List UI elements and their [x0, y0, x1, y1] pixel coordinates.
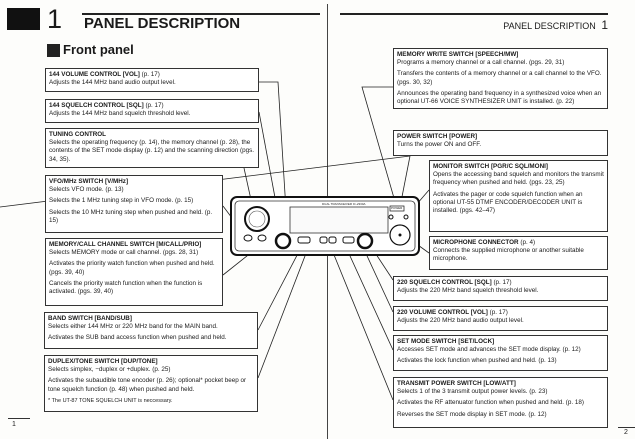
callout-text: Transfers the contents of a memory chann…	[397, 70, 602, 86]
running-header-text: PANEL DESCRIPTION	[503, 21, 596, 31]
chapter-tab	[7, 8, 40, 30]
callout-text: Adjusts the 220 MHz band squelch thresho…	[397, 287, 539, 295]
callout-text: Activates the subaudible tone encoder (p…	[48, 377, 247, 393]
callout-memory-write-switch: MEMORY WRITE SWITCH [SPEECH/MW]Programs …	[393, 48, 608, 109]
callout-text: Announces the operating band frequency i…	[397, 89, 602, 106]
callout-title: TRANSMIT POWER SWITCH [LOW/ATT]	[397, 380, 516, 387]
callout-title: VFO/MHz SWITCH [V/MHz]	[49, 178, 129, 185]
callout-text: Turns the power ON and OFF.	[397, 141, 482, 149]
callout-title: 220 VOLUME CONTROL [VOL]	[397, 309, 488, 316]
section-square-icon	[47, 44, 60, 57]
callout-title: POWER SWITCH [POWER]	[397, 133, 478, 140]
callout-title: MEMORY WRITE SWITCH [SPEECH/MW]	[397, 51, 519, 58]
callout-title: MICROPHONE CONNECTOR	[433, 239, 519, 246]
callout-ref: (p. 4)	[518, 239, 536, 246]
callout-text: Activates the lock function when pushed …	[397, 357, 557, 365]
callout-text: Selects VFO mode. (p. 13)	[49, 186, 124, 194]
callout-text: Adjusts the 220 MHz band audio output le…	[397, 317, 524, 325]
callout-text: Selects the 1 MHz tuning step in VFO mod…	[49, 197, 194, 205]
callout-set-mode-switch: SET MODE SWITCH [SET/LOCK]Accesses SET m…	[393, 335, 608, 371]
callout-microphone-connector: MICROPHONE CONNECTOR (p. 4)Connects the …	[429, 236, 608, 270]
callout-text: Selects simplex, −duplex or +duplex. (p.…	[48, 366, 171, 374]
callout-144-squelch: 144 SQUELCH CONTROL [SQL] (p. 17)Adjusts…	[45, 99, 259, 123]
callout-220-squelch: 220 SQUELCH CONTROL [SQL] (p. 17)Adjusts…	[393, 276, 608, 301]
callout-vfo-mhz-switch: VFO/MHz SWITCH [V/MHz]Selects VFO mode. …	[45, 175, 223, 233]
callout-title: SET MODE SWITCH [SET/LOCK]	[397, 338, 495, 345]
callout-text: Programs a memory channel or a call chan…	[397, 59, 565, 67]
callout-text: Selects the 10 MHz tuning step when push…	[49, 208, 213, 224]
callout-text: Activates the pager or code squelch func…	[433, 190, 583, 215]
callout-title: 144 SQUELCH CONTROL [SQL]	[49, 102, 144, 109]
callout-title: DUPLEX/TONE SWITCH [DUP/TONE]	[48, 358, 158, 365]
callout-text: Adjusts the 144 MHz band audio output le…	[49, 79, 176, 87]
radio-power-label: POWER	[391, 206, 403, 210]
callout-144-volume: 144 VOLUME CONTROL [VOL] (p. 17)Adjusts …	[45, 68, 259, 92]
callout-text: Selects the operating frequency (p. 14),…	[49, 139, 255, 163]
callout-text: Accesses SET mode and advances the SET m…	[397, 346, 581, 354]
callout-text: Reverses the SET mode display in SET mod…	[397, 410, 547, 418]
callout-power-switch: POWER SWITCH [POWER]Turns the power ON a…	[393, 130, 608, 156]
callout-text: Activates the SUB band access function w…	[48, 334, 227, 342]
callout-text: Opens the accessing band squelch and mon…	[433, 171, 604, 187]
callout-title: BAND SWITCH [BAND/SUB]	[48, 315, 132, 322]
running-chapter-number: 1	[601, 18, 608, 32]
callout-text: Selects either 144 MHz or 220 MHz band f…	[48, 323, 218, 331]
radio-model-label: DUAL TRANSCEIVER IC-2330A	[322, 202, 366, 206]
running-header: PANEL DESCRIPTION 1	[503, 18, 608, 32]
callout-text: Adjusts the 144 MHz band squelch thresho…	[49, 110, 191, 118]
callout-title: 220 SQUELCH CONTROL [SQL]	[397, 279, 492, 286]
callout-footnote: * The UT-87 TONE SQUELCH UNIT is neccess…	[48, 397, 173, 404]
callout-text: Cancels the priority watch function when…	[49, 279, 203, 296]
radio-front-panel-illustration	[230, 196, 420, 256]
callout-title: MONITOR SWITCH [PGR/C SQL/MONI]	[433, 163, 548, 170]
callout-transmit-power-switch: TRANSMIT POWER SWITCH [LOW/ATT]Selects 1…	[393, 377, 608, 428]
page-number-right: 2	[624, 429, 628, 436]
callout-text: Activates the RF attenuator function whe…	[397, 399, 584, 407]
callout-ref: (p. 17)	[139, 71, 160, 78]
page-title: PANEL DESCRIPTION	[84, 15, 241, 32]
callout-title: TUNING CONTROL	[49, 131, 107, 138]
callout-ref: (p. 17)	[491, 279, 512, 286]
callout-memory-call-switch: MEMORY/CALL CHANNEL SWITCH [M/CALL/PRIO]…	[45, 238, 223, 306]
callout-text: Connects the supplied microphone or anot…	[433, 247, 584, 263]
callout-title: 144 VOLUME CONTROL [VOL]	[49, 71, 140, 78]
callout-220-volume: 220 VOLUME CONTROL [VOL] (p. 17)Adjusts …	[393, 306, 608, 331]
callout-text: Selects 1 of the 3 transmit output power…	[397, 388, 548, 396]
callout-duplex-tone-switch: DUPLEX/TONE SWITCH [DUP/TONE]Selects sim…	[44, 355, 258, 412]
callout-ref: (p. 17)	[143, 102, 164, 109]
section-title: Front panel	[63, 42, 134, 57]
chapter-number: 1	[47, 4, 63, 34]
callout-monitor-switch: MONITOR SWITCH [PGR/C SQL/MONI]Opens the…	[429, 160, 608, 232]
callout-band-switch: BAND SWITCH [BAND/SUB]Selects either 144…	[44, 312, 258, 349]
callout-ref: (p. 17)	[487, 309, 508, 316]
callout-text: Selects MEMORY mode or call channel. (pg…	[49, 249, 199, 257]
page-number-left: 1	[12, 421, 16, 428]
callout-title: MEMORY/CALL CHANNEL SWITCH [M/CALL/PRIO]	[49, 241, 202, 248]
callout-text: Activates the priority watch function wh…	[49, 260, 215, 276]
